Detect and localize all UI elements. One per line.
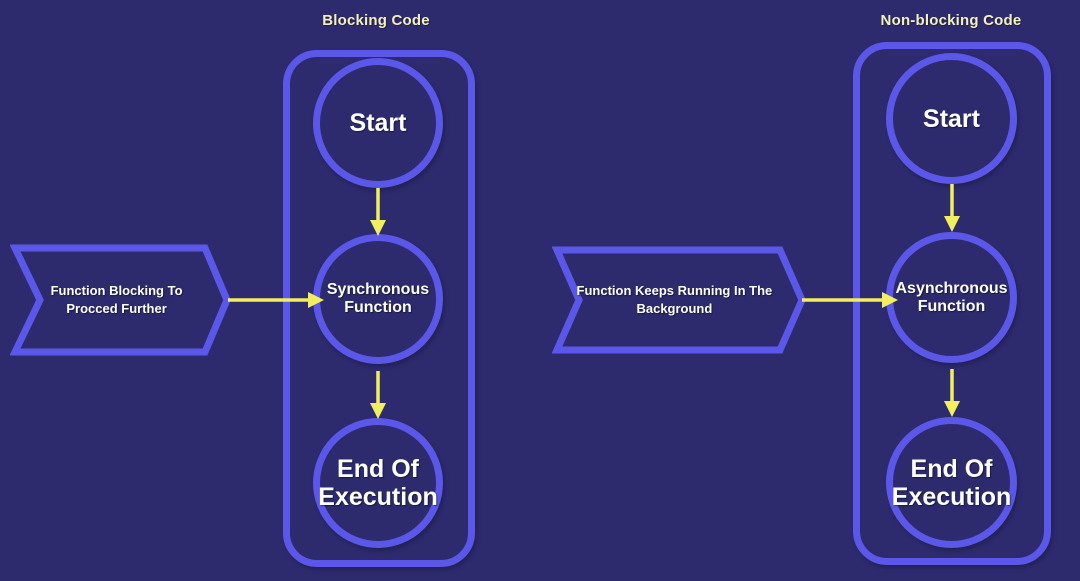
panel-title-non-blocking: Non-blocking Code — [880, 12, 1022, 29]
banner-non-blocking[interactable]: Function Keeps Running In The Background — [552, 245, 807, 355]
node-blocking-synchronous-function[interactable]: Synchronous Function — [313, 234, 443, 364]
node-non-blocking-start[interactable]: Start — [886, 53, 1017, 184]
group-box-blocking — [283, 50, 475, 567]
node-label: End Of Execution — [886, 455, 1017, 511]
banner-label-line2: Background — [636, 301, 713, 316]
group-box-non-blocking — [853, 42, 1051, 565]
node-label-line2: Function — [917, 297, 986, 315]
arrow-non-blocking-start-to-async — [944, 184, 960, 232]
panel-title-blocking: Blocking Code — [322, 12, 430, 29]
node-label-line1: Synchronous — [326, 281, 430, 299]
node-blocking-start[interactable]: Start — [313, 58, 443, 188]
node-label: Start — [349, 109, 407, 137]
node-non-blocking-asynchronous-function[interactable]: Asynchronous Function — [886, 232, 1017, 363]
node-label: Synchronous Function — [321, 281, 435, 317]
node-label-line1: Asynchronous — [895, 279, 1008, 297]
node-label-line2: Execution — [318, 483, 438, 511]
banner-label-line1: Function Keeps Running In The — [576, 283, 773, 299]
node-non-blocking-end-of-execution[interactable]: End Of Execution — [886, 417, 1017, 548]
banner-label: Function Keeps Running In The Background — [575, 282, 774, 317]
chevron-shape-icon — [552, 246, 806, 354]
arrow-blocking-sync-to-end — [370, 371, 386, 419]
node-label-line2: Execution — [891, 482, 1012, 511]
arrow-non-blocking-banner-to-async — [802, 292, 898, 308]
banner-label-line1: Function Blocking To — [50, 283, 183, 299]
node-label-line2: Function — [344, 299, 412, 316]
arrow-blocking-banner-to-sync — [228, 292, 324, 308]
arrow-non-blocking-async-to-end — [944, 369, 960, 417]
node-label: Start — [923, 104, 980, 133]
node-label: Asynchronous Function — [890, 280, 1014, 316]
node-blocking-end-of-execution[interactable]: End Of Execution — [313, 418, 443, 548]
node-label-line1: End Of — [910, 454, 993, 483]
node-label: End Of Execution — [312, 455, 443, 511]
chevron-shape-icon — [10, 244, 231, 356]
banner-blocking[interactable]: Function Blocking To Procced Further — [10, 243, 232, 357]
node-label-line1: End Of — [337, 455, 419, 483]
arrow-blocking-start-to-sync — [370, 188, 386, 236]
banner-label: Function Blocking To Procced Further — [30, 282, 203, 317]
banner-label-line2: Procced Further — [66, 301, 167, 316]
